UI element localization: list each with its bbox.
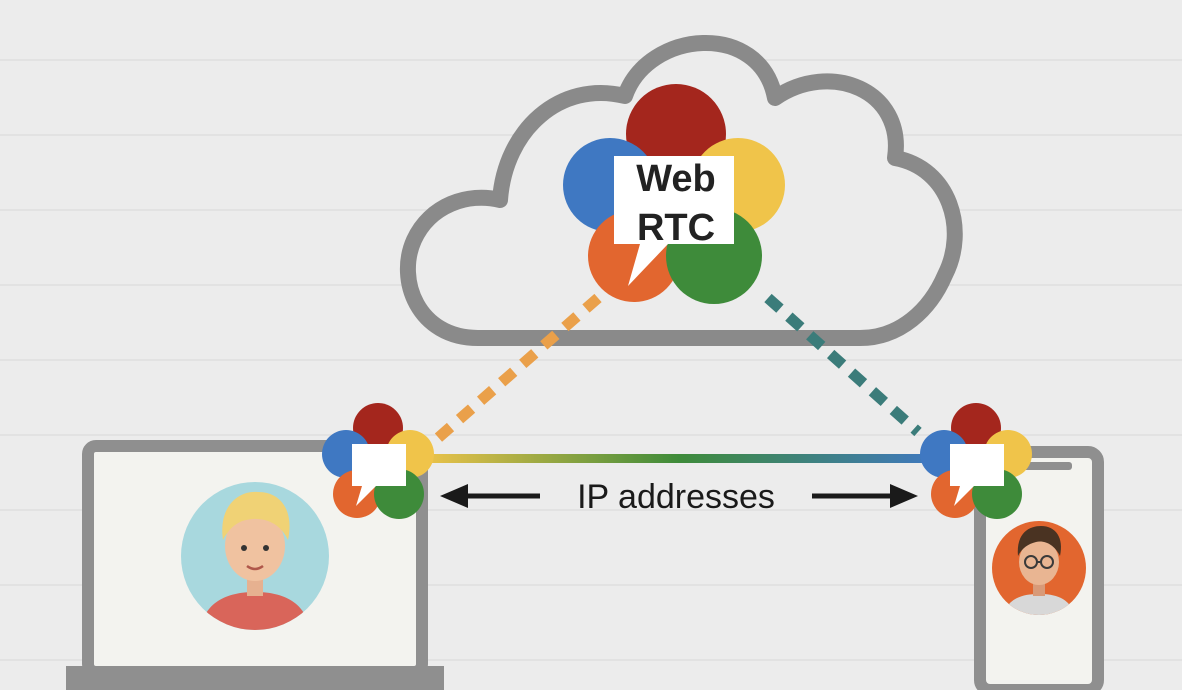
ip-addresses-label: IP addresses	[577, 478, 775, 516]
logo-text-line2: RTC	[637, 207, 715, 249]
webrtc-logo-small-right-icon	[920, 403, 1032, 519]
dashed-link-left	[434, 293, 602, 443]
ip-addresses-arrow-right-icon	[812, 484, 918, 508]
woman-avatar-icon	[181, 482, 329, 630]
logo-text-line1: Web	[636, 158, 716, 200]
webrtc-logo-small-left-icon	[322, 403, 434, 519]
webrtc-logo-icon: Web RTC	[563, 84, 785, 304]
dashed-link-right	[764, 293, 922, 437]
gradient-link-line	[418, 454, 940, 463]
ip-addresses-arrow-left-icon	[440, 484, 540, 508]
